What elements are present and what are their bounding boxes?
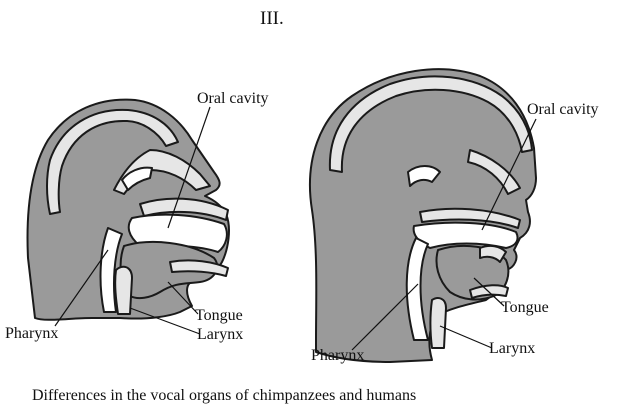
human-head [310, 69, 536, 362]
chimpanzee-head [28, 100, 229, 320]
label-chimp-tongue: Tongue [195, 307, 243, 325]
human-larynx [431, 298, 447, 348]
label-human-tongue: Tongue [501, 299, 549, 317]
page-number: III. [260, 8, 284, 30]
chimp-larynx [115, 267, 132, 314]
label-human-oral-cavity: Oral cavity [527, 101, 599, 119]
label-chimp-oral-cavity: Oral cavity [197, 90, 269, 108]
label-chimp-larynx: Larynx [197, 326, 243, 344]
label-human-pharynx: Pharynx [311, 347, 364, 365]
label-chimp-pharynx: Pharynx [5, 325, 58, 343]
figure-caption: Differences in the vocal organs of chimp… [32, 387, 416, 405]
leader-human-larynx [440, 326, 492, 348]
label-human-larynx: Larynx [489, 340, 535, 358]
